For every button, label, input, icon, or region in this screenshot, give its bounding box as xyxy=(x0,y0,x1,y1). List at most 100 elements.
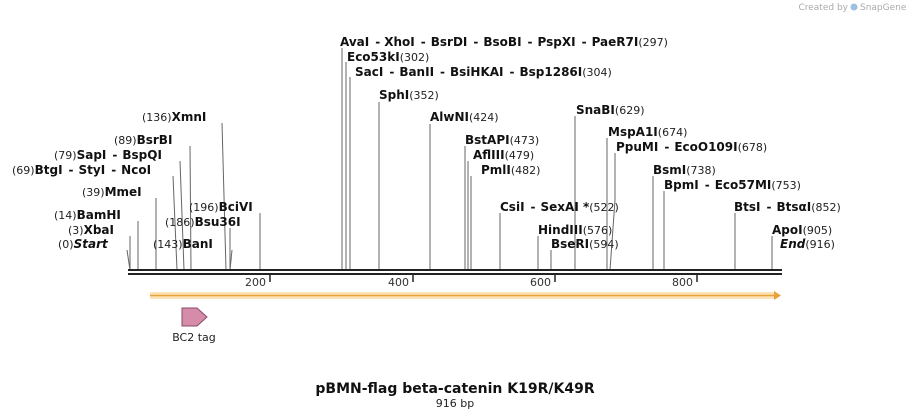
site-position: (674) xyxy=(658,126,688,139)
site-separator: - xyxy=(582,35,587,49)
enzyme-name: SnaBI xyxy=(576,103,615,117)
site-separator: - xyxy=(389,65,394,79)
site-position: (89) xyxy=(114,134,137,147)
enzyme-name: BsmI xyxy=(653,163,686,177)
site-position: (852) xyxy=(811,201,841,214)
site-label-sphi[interactable]: SphI(352) xyxy=(379,88,439,102)
site-label-sapi[interactable]: (79)SapI-BspQI xyxy=(54,148,162,162)
enzyme-name: XmnI xyxy=(172,110,207,124)
site-position: (186) xyxy=(165,216,195,229)
enzyme-name: BspQI xyxy=(122,148,162,162)
enzyme-name: HindIII xyxy=(538,223,583,237)
site-position: (196) xyxy=(189,201,219,214)
site-position: (576) xyxy=(583,224,613,237)
enzyme-name: EcoO109I xyxy=(674,140,737,154)
site-position: (916) xyxy=(805,238,835,251)
site-label-bani[interactable]: (143)BanI xyxy=(153,237,213,251)
site-position: (629) xyxy=(615,104,645,117)
brand-prefix: Created by xyxy=(798,3,848,13)
site-position: (738) xyxy=(686,164,716,177)
site-label-hindiii[interactable]: HindIII(576) xyxy=(538,223,612,237)
site-label-btgi[interactable]: (69)BtgI-StyI-NcoI xyxy=(12,163,151,177)
ruler-label-800: 800 xyxy=(672,276,693,289)
enzyme-name: Eco57MI xyxy=(715,178,772,192)
enzyme-name: CsiI xyxy=(500,200,525,214)
site-label-afliii[interactable]: AflIII(479) xyxy=(473,148,534,162)
bc2-tag-feature: BC2 tag xyxy=(172,307,216,344)
bc2-tag-label: BC2 tag xyxy=(172,331,216,344)
enzyme-name: BstAPI xyxy=(465,133,510,147)
site-label-bcivi[interactable]: (196)BciVI xyxy=(189,200,253,214)
enzyme-name: ApoI xyxy=(772,223,803,237)
site-position: (302) xyxy=(400,51,430,64)
site-label-xmni[interactable]: (136)XmnI xyxy=(142,110,206,124)
map-length: 916 bp xyxy=(436,397,474,410)
site-label-end[interactable]: End(916) xyxy=(780,237,835,251)
orf-track xyxy=(150,291,781,300)
enzyme-name: XhoI xyxy=(384,35,415,49)
enzyme-name: BtsI xyxy=(734,200,761,214)
enzyme-name: SexAI * xyxy=(541,200,590,214)
ruler-label-600: 600 xyxy=(530,276,551,289)
site-label-ppumi[interactable]: PpuMI-EcoO109I(678) xyxy=(616,140,767,154)
site-position: (3) xyxy=(68,224,84,237)
site-label-apoi[interactable]: ApoI(905) xyxy=(772,223,832,237)
site-label-btsi[interactable]: BtsI-BtsαI(852) xyxy=(734,200,841,214)
enzyme-name: PmlI xyxy=(481,163,511,177)
site-separator: - xyxy=(473,35,478,49)
enzyme-name: MmeI xyxy=(105,185,142,199)
site-separator: - xyxy=(69,163,74,177)
site-separator: - xyxy=(705,178,710,192)
site-position: (0) xyxy=(58,238,74,251)
site-position: (39) xyxy=(82,186,105,199)
site-separator: - xyxy=(440,65,445,79)
site-label-bamhi[interactable]: (14)BamHI xyxy=(54,208,121,222)
site-separator: - xyxy=(111,163,116,177)
backbone xyxy=(128,269,782,275)
enzyme-name: BsoBI xyxy=(483,35,521,49)
site-separator: - xyxy=(767,200,772,214)
site-position: (905) xyxy=(803,224,833,237)
enzyme-name: BsiHKAI xyxy=(450,65,504,79)
enzyme-name: SapI xyxy=(77,148,107,162)
site-label-bsmi[interactable]: BsmI(738) xyxy=(653,163,716,177)
site-separator: - xyxy=(510,65,515,79)
enzyme-name: Bsp1286I xyxy=(520,65,583,79)
site-label-start[interactable]: (0)Start xyxy=(58,237,109,251)
site-label-alwni[interactable]: AlwNI(424) xyxy=(430,110,499,124)
site-position: (678) xyxy=(738,141,768,154)
site-label-eco53ki[interactable]: Eco53kI(302) xyxy=(347,50,429,64)
site-separator: - xyxy=(375,35,380,49)
site-label-mmei[interactable]: (39)MmeI xyxy=(82,185,142,199)
site-separator: - xyxy=(112,148,117,162)
enzyme-name: Bsu36I xyxy=(195,215,241,229)
site-position: (594) xyxy=(589,238,619,251)
site-label-csii[interactable]: CsiI-SexAI *(522) xyxy=(500,200,619,214)
snapgene-logo-icon xyxy=(850,3,858,11)
enzyme-name: BanII xyxy=(399,65,434,79)
site-label-bseri[interactable]: BseRI(594) xyxy=(551,237,619,251)
enzyme-name: BciVI xyxy=(219,200,253,214)
site-label-bpmi[interactable]: BpmI-Eco57MI(753) xyxy=(664,178,801,192)
site-label-avai[interactable]: AvaI-XhoI-BsrDI-BsoBI-PspXI-PaeR7I(297) xyxy=(340,35,668,49)
site-position: (69) xyxy=(12,164,35,177)
site-label-mspa1i[interactable]: MspA1I(674) xyxy=(608,125,687,139)
site-separator: - xyxy=(664,140,669,154)
site-label-bsu36i[interactable]: (186)Bsu36I xyxy=(165,215,241,229)
ruler: 200 400 600 800 xyxy=(245,274,698,289)
site-position: (753) xyxy=(771,179,801,192)
site-label-bsrbi[interactable]: (89)BsrBI xyxy=(114,133,172,147)
bc2-tag-arrow-icon xyxy=(181,307,208,327)
site-label-saci[interactable]: SacI-BanII-BsiHKAI-Bsp1286I(304) xyxy=(355,65,612,79)
site-position: (522) xyxy=(589,201,619,214)
site-label-xbai[interactable]: (3)XbaI xyxy=(68,223,114,237)
ruler-label-200: 200 xyxy=(245,276,266,289)
site-label-bstapi[interactable]: BstAPI(473) xyxy=(465,133,539,147)
enzyme-name: StyI xyxy=(79,163,106,177)
site-label-pmli[interactable]: PmlI(482) xyxy=(481,163,540,177)
enzyme-name: Start xyxy=(74,237,109,251)
site-label-snabi[interactable]: SnaBI(629) xyxy=(576,103,645,117)
site-position: (136) xyxy=(142,111,172,124)
enzyme-name: SacI xyxy=(355,65,383,79)
enzyme-name: BtgI xyxy=(35,163,63,177)
